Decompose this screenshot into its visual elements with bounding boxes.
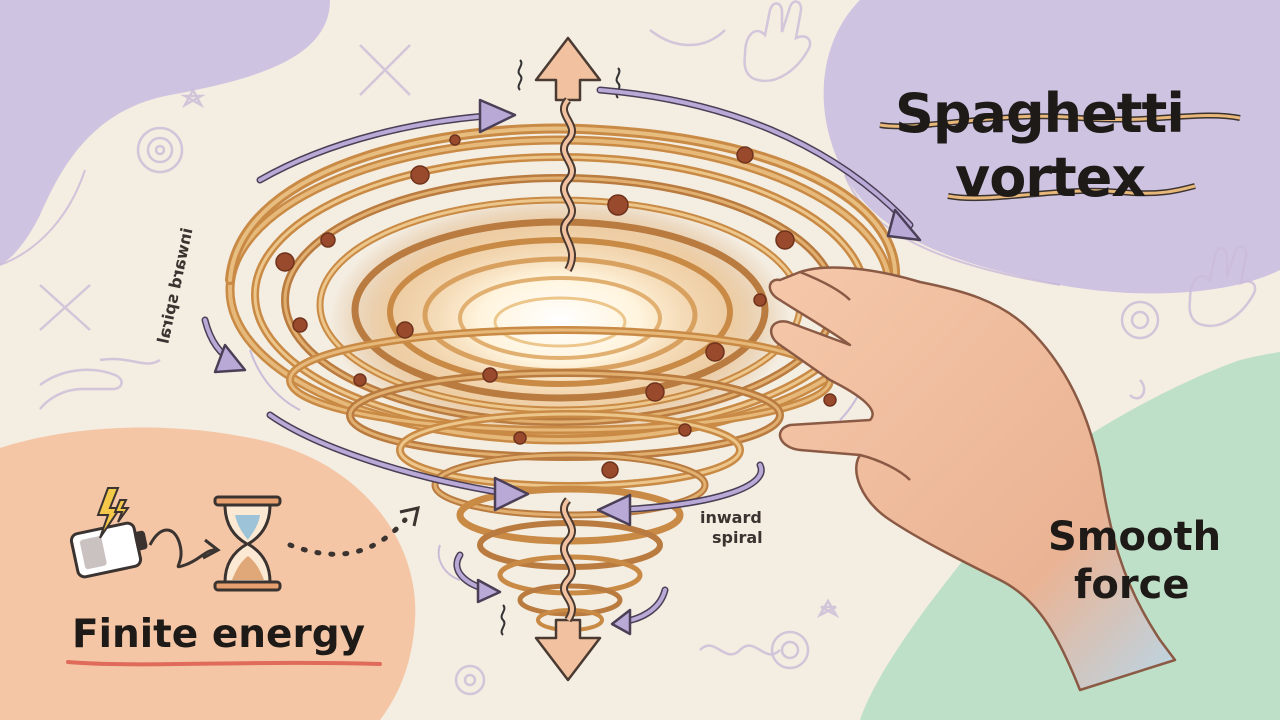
meatball-bits — [275, 134, 837, 479]
title-line-2: vortex — [955, 146, 1146, 209]
finite-energy-label: Finite energy — [72, 612, 366, 657]
inward-spiral-label-right-2: spiral — [712, 528, 763, 547]
battery-icon — [69, 521, 148, 579]
spaghetti-vortex — [225, 123, 901, 632]
doodle-decorations — [39, 29, 1160, 696]
lavender-blob-top-left — [0, 0, 330, 265]
lightning-icon — [96, 487, 130, 539]
dotted-arrow — [287, 517, 408, 557]
inward-spiral-label-right-1: inward — [700, 508, 762, 527]
peach-blob-bottom-left — [0, 427, 416, 720]
title-line-1: Spaghetti — [895, 82, 1185, 145]
finite-underline — [66, 660, 382, 667]
smooth-force-label-line-2: force — [1074, 562, 1190, 608]
swirl-arrowheads — [213, 98, 922, 636]
hourglass-icon — [213, 495, 282, 592]
curly-arrow — [148, 528, 216, 569]
hand-icon — [768, 266, 1177, 692]
hand-icon-doodles — [39, 0, 1257, 410]
smooth-force-label-line-1: Smooth — [1048, 514, 1222, 560]
vertical-axis-arrow — [500, 36, 621, 682]
lavender-blob-top-right — [823, 0, 1280, 294]
